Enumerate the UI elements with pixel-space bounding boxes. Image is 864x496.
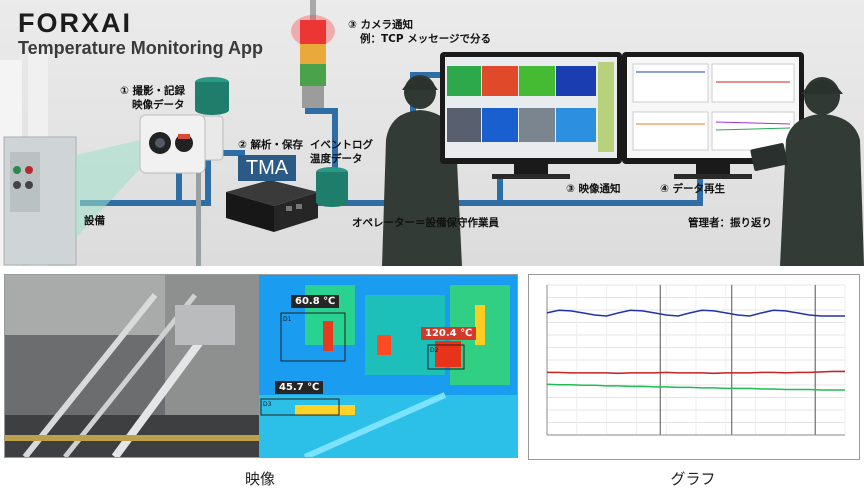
- step1-title: ① 撮影・記録: [120, 85, 186, 97]
- step4-playback-label: ④ データ再生: [660, 183, 726, 195]
- edge-device: [226, 180, 318, 232]
- step1-subtitle: 映像データ: [132, 99, 185, 111]
- system-diagram: FORXAI Temperature Monitoring App ① 撮影・記…: [0, 0, 864, 266]
- step3-camera-label: ③ カメラ通知 例：TCP メッセージで分る: [348, 18, 491, 46]
- roi-box-2: [427, 344, 465, 370]
- video-caption: 映像: [244, 470, 275, 488]
- manager-silhouette: [750, 77, 864, 266]
- temperature-reading-1: 60.8 ℃: [291, 295, 340, 308]
- app-title: Temperature Monitoring App: [18, 38, 263, 58]
- step3-camera-subtitle: 例：TCP メッセージで分る: [360, 33, 492, 45]
- equipment-cabinet: [3, 136, 77, 266]
- graph-panel: [528, 274, 860, 460]
- event-log-subtitle: 温度データ: [310, 153, 363, 165]
- step2-label: ② 解析・保存: [238, 139, 304, 151]
- step3-video-label: ③ 映像通知: [566, 183, 621, 195]
- step3-camera-title: ③ カメラ通知: [348, 19, 414, 31]
- video-panel: D1 D2 D3 60.8 ℃ 120.4 ℃ 45.7 ℃: [4, 274, 518, 458]
- temperature-reading-2: 120.4 ℃: [421, 327, 477, 340]
- temperature-reading-3: 45.7 ℃: [275, 381, 324, 394]
- monitor-graph: [622, 52, 804, 179]
- thermal-camera: [139, 114, 224, 266]
- manager-label: 管理者：振り返り: [688, 217, 772, 229]
- storage-barrel-video: [195, 77, 229, 115]
- storage-barrel-events: [316, 167, 348, 207]
- event-log-label: イベントログ 温度データ: [310, 138, 373, 166]
- temperature-line-chart: [546, 284, 846, 436]
- event-log-title: イベントログ: [310, 139, 373, 151]
- tma-badge: TMA: [238, 155, 296, 181]
- series-line-2: [547, 370, 845, 375]
- diagram-illustration: [0, 0, 864, 266]
- series-line-1: [546, 309, 845, 317]
- video-frames: D1 D2 D3: [5, 275, 517, 457]
- equipment-label: 設備: [84, 215, 105, 227]
- roi-label-2: D2: [430, 347, 439, 354]
- graph-caption: グラフ: [670, 470, 716, 488]
- signal-tower: [291, 0, 335, 108]
- series-line-3: [546, 383, 845, 391]
- brand-logo: FORXAI: [18, 8, 133, 38]
- roi-box-3: [260, 398, 340, 416]
- camera-field-of-view: [76, 138, 148, 238]
- step1-label: ① 撮影・記録 映像データ: [120, 84, 185, 112]
- roi-box-1: [280, 312, 346, 362]
- monitor-video: [440, 52, 622, 179]
- operator-label: オペレーター＝設備保守作業員: [352, 217, 499, 229]
- roi-label-3: D3: [263, 401, 272, 408]
- roi-label-1: D1: [283, 316, 292, 323]
